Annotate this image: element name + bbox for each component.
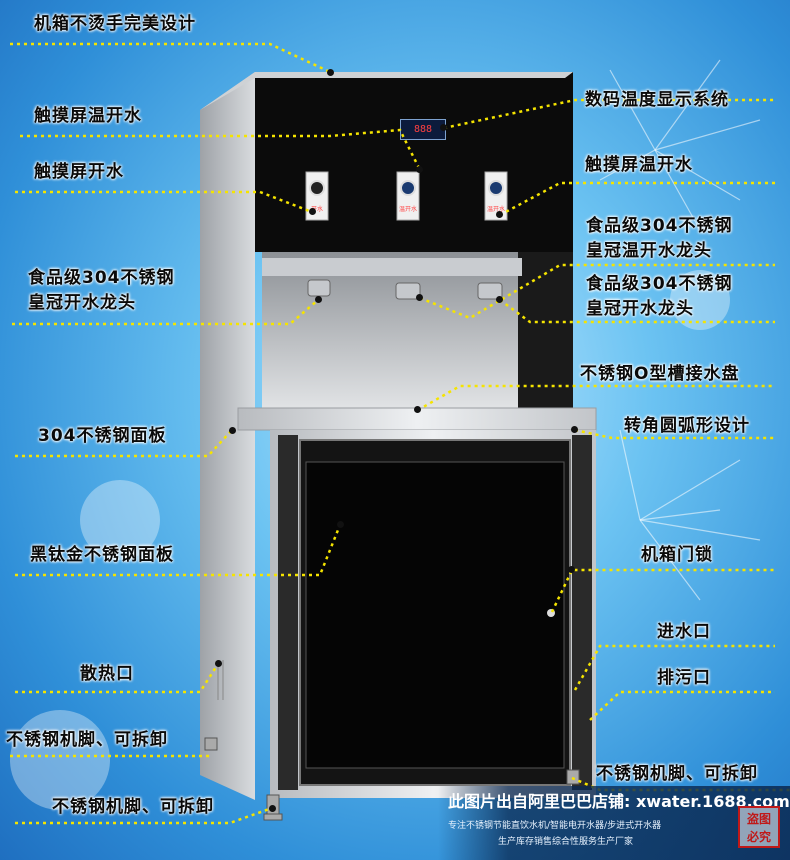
label-faucet-boil-left-line2: 皇冠开水龙头 [28,293,136,313]
label-feet-right: 不锈钢机脚、可拆卸 [596,764,758,784]
label-feet-left-bottom: 不锈钢机脚、可拆卸 [52,797,214,817]
callout-dot [496,296,503,303]
label-touch-warm-water-left: 触摸屏温开水 [34,106,142,126]
label-heat-vent: 散热口 [80,664,134,684]
callout-dot [315,296,322,303]
callout-dot [571,426,578,433]
callout-dot [416,294,423,301]
label-touch-warm-water-right: 触摸屏温开水 [585,155,693,175]
label-faucet-boil-left-line1: 食品级304不锈钢 [28,268,175,288]
callout-dot [269,805,276,812]
label-cabinet-no-burn: 机箱不烫手完美设计 [34,14,196,34]
label-drain-outlet: 排污口 [657,668,711,688]
label-faucet-boil-right-line1: 食品级304不锈钢 [586,274,733,294]
shop-watermark-line3: 生产库存销售综合性服务生产厂家 [498,837,634,847]
knob-label-warm-1: 温开水 [398,206,417,213]
callout-dot [309,208,316,215]
knob-label-boil: 开水 [310,206,323,213]
shop-watermark-line1: 此图片出自阿里巴巴店铺: xwater.1688.com [448,792,790,811]
callout-dot [440,124,447,131]
label-black-titanium-panel: 黑钛金不锈钢面板 [30,545,174,565]
callout-dot [414,406,421,413]
shop-watermark-line2: 专注不锈钢节能直饮水机/智能电开水器/步进式开水器 [448,821,662,831]
label-touch-boil-water: 触摸屏开水 [34,162,124,182]
callout-dot [327,69,334,76]
stamp-line1: 盗图 [746,812,771,826]
label-feet-left-top: 不锈钢机脚、可拆卸 [6,730,168,750]
shop-watermark-banner: 此图片出自阿里巴巴店铺: xwater.1688.com 专注不锈钢节能直饮水机… [438,786,790,860]
label-faucet-warm-right-line2: 皇冠温开水龙头 [586,241,712,261]
anti-theft-stamp: 盗图 必究 [738,806,780,848]
label-digital-display: 数码温度显示系统 [585,90,729,110]
label-faucet-boil-right-line2: 皇冠开水龙头 [586,299,694,319]
label-door-lock: 机箱门锁 [641,545,713,565]
callout-dot [496,211,503,218]
callout-dot [215,660,222,667]
knob-label-warm-2: 温开水 [486,206,505,213]
label-faucet-warm-right: 食品级304不锈钢 皇冠温开水龙头 [586,214,733,264]
callout-dot [337,521,344,528]
label-faucet-boil-left: 食品级304不锈钢 皇冠开水龙头 [28,266,175,316]
label-water-inlet: 进水口 [657,622,711,642]
label-panel-304: 304不锈钢面板 [38,426,167,446]
label-faucet-warm-right-line1: 食品级304不锈钢 [586,216,733,236]
label-drip-tray: 不锈钢O型槽接水盘 [580,364,740,384]
callout-dot [416,166,423,173]
callout-dot [229,427,236,434]
label-faucet-boil-right: 食品级304不锈钢 皇冠开水龙头 [586,272,733,322]
callout-dot [568,566,575,573]
stamp-line2: 必究 [746,830,771,844]
label-rounded-corner: 转角圆弧形设计 [624,416,750,436]
